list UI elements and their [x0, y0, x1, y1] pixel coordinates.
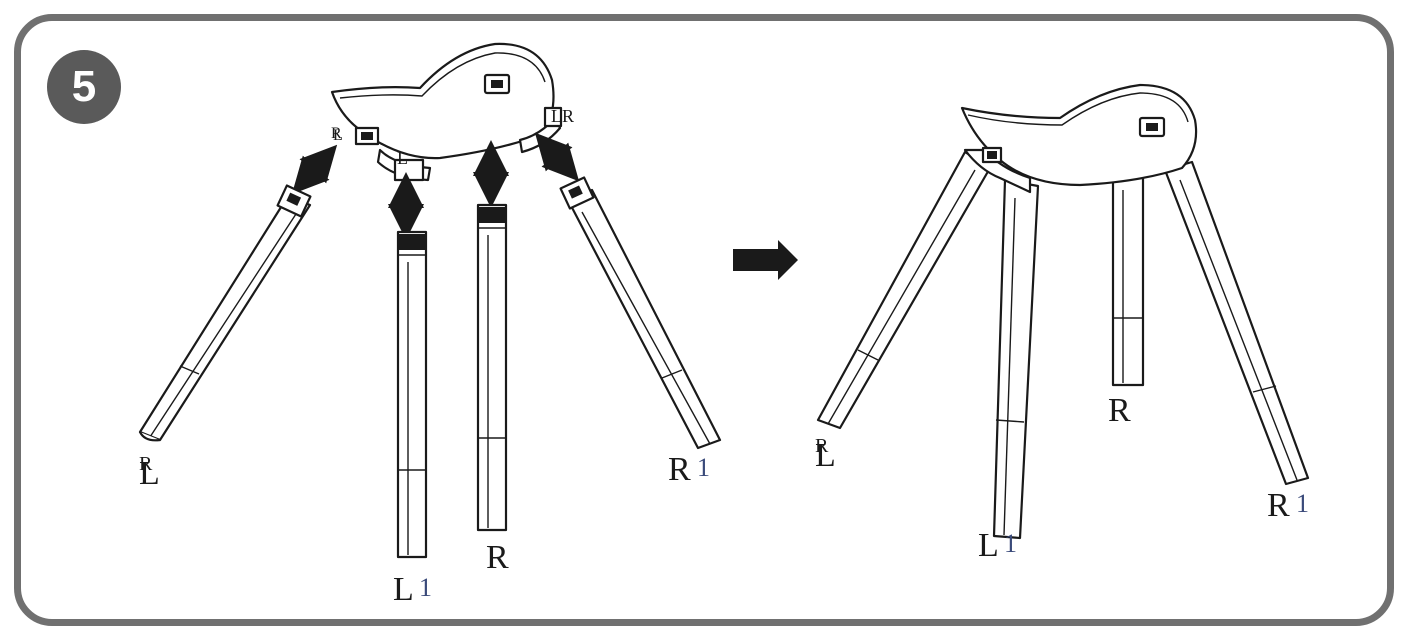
- seat-label-right: LR: [551, 106, 574, 126]
- right-rear-leg-label: R: [486, 539, 509, 576]
- assembled-left-front-leg-label: L R: [815, 435, 836, 474]
- assembled-left-front-leg: [816, 150, 992, 430]
- assembled-right-front-leg-label-subscript: 1: [1296, 489, 1309, 518]
- left-front-leg-label: L R: [139, 453, 160, 492]
- assembled-right-rear-leg: [1111, 173, 1145, 387]
- assembled-left-rear-leg-label-main: L: [978, 527, 999, 564]
- double-arrow-icon: [291, 144, 338, 195]
- assembled-left-front-leg-label-main: L: [815, 437, 836, 474]
- right-front-leg: [559, 176, 722, 450]
- left-front-leg: [138, 184, 312, 442]
- right-rear-leg: [476, 203, 508, 532]
- left-rear-leg-label: L 1: [393, 571, 432, 608]
- seat-label-left-inner: L: [397, 148, 408, 168]
- assembled-left-rear-leg-label-subscript: 1: [1004, 529, 1017, 558]
- assembled-left-rear-leg: [992, 178, 1040, 540]
- double-arrow-icon: [534, 132, 580, 182]
- assembled-left-rear-leg-label: L 1: [978, 527, 1017, 564]
- seat-label-left-front-overlap: L: [333, 127, 343, 144]
- right-front-leg-label: R 1: [668, 451, 710, 488]
- assembled-right-front-leg: [1163, 160, 1310, 486]
- left-rear-leg: [396, 230, 428, 559]
- right-front-leg-label-subscript: 1: [697, 453, 710, 482]
- assembled-seat: [960, 83, 1198, 194]
- assembled-right-rear-leg-label: R: [1108, 392, 1131, 429]
- assembled-view: L R L 1 R R 1: [815, 83, 1310, 564]
- step-number: 5: [71, 62, 97, 111]
- right-front-leg-label-main: R: [668, 451, 691, 488]
- seat-label-left-front-main: R: [331, 125, 342, 142]
- step-number-badge: 5: [47, 50, 121, 124]
- left-rear-leg-label-main: L: [393, 571, 414, 608]
- exploded-view: L R L LR L R: [138, 42, 722, 608]
- seat-label-left-front: L R: [331, 125, 343, 144]
- assembled-right-front-leg-label-main: R: [1267, 487, 1290, 524]
- left-front-leg-label-main: L: [139, 455, 160, 492]
- next-step-arrow-icon: [733, 240, 798, 280]
- assembled-left-front-leg-label-overlap: R: [815, 435, 829, 457]
- left-rear-leg-label-subscript: 1: [419, 573, 432, 602]
- seat-part: [330, 42, 563, 182]
- assembled-right-front-leg-label: R 1: [1267, 487, 1309, 524]
- left-front-leg-label-overlap: R: [139, 453, 153, 475]
